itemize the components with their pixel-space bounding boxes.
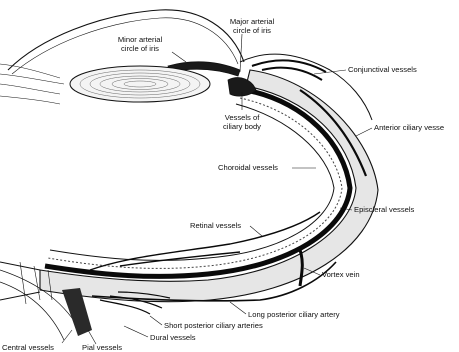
retina <box>50 104 334 260</box>
leader-dural-vessels <box>124 326 148 337</box>
label-choroidal-vessels: Choroidal vessels <box>218 163 278 172</box>
label-minor-arterial-circle-line2: circle of iris <box>121 44 159 53</box>
sclera <box>40 70 378 302</box>
leader-long-posterior-ciliary-artery <box>230 302 246 314</box>
label-dural-vessels: Dural vessels <box>150 333 196 342</box>
label-vortex-vein: Vortex vein <box>322 270 360 279</box>
leader-conjunctival-vessels <box>314 70 346 74</box>
leader-anterior-ciliary-vessels <box>356 128 372 136</box>
label-minor-arterial-circle-line1: Minor arterial <box>118 35 163 44</box>
label-vessels-of-ciliary-body-line1: Vessels of <box>225 113 261 122</box>
leader-minor-arterial-circle <box>172 52 186 62</box>
label-retinal-vessels: Retinal vessels <box>190 221 241 230</box>
label-major-arterial-circle-line2: circle of iris <box>233 26 271 35</box>
leader-short-posterior-ciliary-arteries <box>150 316 162 325</box>
leader-central-vessels <box>62 330 72 343</box>
choroid-inner <box>48 98 342 268</box>
lens <box>70 66 210 102</box>
orbit-lines <box>0 64 64 104</box>
label-major-arterial-circle-line1: Major arterial <box>230 17 275 26</box>
label-pial-vessels: Pial vessels <box>82 343 122 352</box>
label-long-posterior-ciliary-artery: Long posterior ciliary artery <box>248 310 340 319</box>
leader-retinal-vessels <box>250 226 262 236</box>
label-anterior-ciliary-vessels: Anterior ciliary vesse <box>374 123 444 132</box>
label-vessels-of-ciliary-body-line2: ciliary body <box>223 122 261 131</box>
label-short-posterior-ciliary-arteries: Short posterior ciliary arteries <box>164 321 263 330</box>
label-central-vessels: Central vessels <box>2 343 54 352</box>
leader-pial-vessels <box>88 330 96 344</box>
eye-drawing <box>0 10 378 340</box>
label-episcleral-vessels: Episcleral vessels <box>354 205 415 214</box>
label-conjunctival-vessels: Conjunctival vessels <box>348 65 417 74</box>
